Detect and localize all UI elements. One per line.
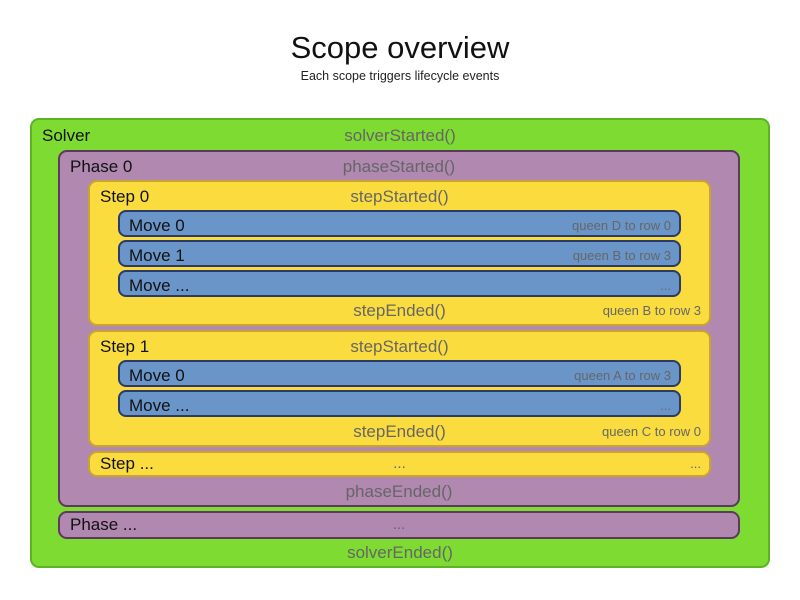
- move-note: queen B to row 3: [572, 248, 671, 263]
- phase0-ended-event: phaseEnded(): [345, 482, 453, 501]
- solver-header: Solver solverStarted(): [32, 120, 768, 152]
- step-more-right-dots: ...: [690, 456, 701, 471]
- solver-footer: solverEnded(): [32, 539, 768, 567]
- step1-label: Step 1: [100, 337, 150, 356]
- move-label: Move 0: [129, 216, 185, 235]
- move-row: Move 0 queen A to row 3: [118, 360, 681, 387]
- step1-scope-box: Step 1 stepStarted() Move 0 queen A to r…: [88, 330, 711, 447]
- move-note: queen A to row 3: [574, 368, 671, 383]
- page-title: Scope overview: [290, 30, 510, 65]
- move-note: ...: [660, 278, 671, 293]
- step0-started-event: stepStarted(): [350, 187, 449, 206]
- step-more-center-dots: ...: [393, 455, 406, 472]
- step0-ended-note: queen B to row 3: [602, 303, 701, 318]
- page-subtitle: Each scope triggers lifecycle events: [300, 69, 500, 83]
- step-more-scope-box: Step ... ... ...: [88, 451, 711, 477]
- move-label: Move 0: [129, 366, 185, 385]
- move-note: queen D to row 0: [571, 218, 671, 233]
- step0-label: Step 0: [100, 187, 150, 206]
- solver-started-event: solverStarted(): [344, 126, 456, 145]
- phase0-header: Phase 0 phaseStarted(): [60, 152, 738, 182]
- phase-more-label: Phase ...: [70, 515, 138, 534]
- solver-label: Solver: [42, 126, 91, 145]
- phase-more-scope-box: Phase ... ...: [58, 511, 740, 539]
- move-label: Move ...: [129, 276, 190, 295]
- step1-ended-event: stepEnded(): [353, 422, 446, 441]
- step0-header: Step 0 stepStarted(): [90, 182, 709, 212]
- move-row: Move 0 queen D to row 0: [118, 210, 681, 237]
- move-row: Move ... ...: [118, 270, 681, 297]
- move-row: Move 1 queen B to row 3: [118, 240, 681, 267]
- step1-footer: stepEnded() queen C to row 0: [90, 419, 709, 445]
- step1-header: Step 1 stepStarted(): [90, 332, 709, 362]
- step1-started-event: stepStarted(): [350, 337, 449, 356]
- step0-scope-box: Step 0 stepStarted() Move 0 queen D to r…: [88, 180, 711, 326]
- move-label: Move ...: [129, 396, 190, 415]
- phase0-label: Phase 0: [70, 157, 133, 176]
- phase0-scope-box: Phase 0 phaseStarted() Step 0 stepStarte…: [58, 150, 740, 507]
- move-note: ...: [660, 398, 671, 413]
- phase-more-center-dots: ...: [392, 516, 406, 533]
- move-label: Move 1: [129, 246, 185, 265]
- step0-ended-event: stepEnded(): [353, 301, 446, 320]
- step-more-label: Step ...: [100, 454, 154, 473]
- step1-ended-note: queen C to row 0: [601, 424, 701, 439]
- phase0-footer: phaseEnded(): [60, 478, 738, 506]
- phase0-started-event: phaseStarted(): [342, 157, 456, 176]
- step0-footer: stepEnded() queen B to row 3: [90, 298, 709, 324]
- move-row: Move ... ...: [118, 390, 681, 417]
- solver-scope-box: Solver solverStarted() Phase 0 phaseStar…: [30, 118, 770, 568]
- solver-ended-event: solverEnded(): [347, 543, 453, 562]
